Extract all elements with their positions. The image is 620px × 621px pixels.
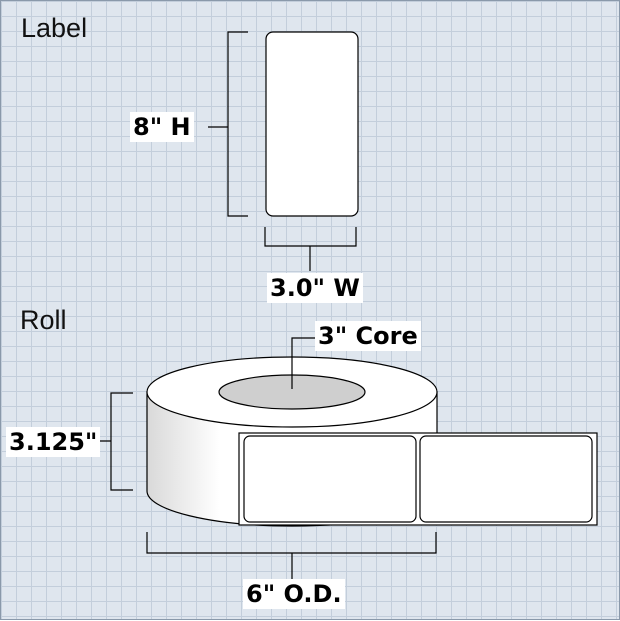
roll-label-1: [243, 435, 417, 523]
label-width-bracket: [264, 227, 357, 271]
core-leader-line: [291, 337, 317, 389]
label-height-bracket: [208, 31, 248, 217]
roll-label-2: [419, 435, 593, 523]
roll-core-dimension: 3" Core: [315, 321, 421, 351]
label-shape: [265, 31, 359, 217]
roll-width-dimension: 3.125": [6, 427, 101, 457]
roll-section-title: Roll: [20, 305, 67, 335]
label-height-dimension: 8" H: [130, 112, 194, 142]
roll-od-bracket: [146, 532, 437, 579]
roll-od-dimension: 6" O.D.: [243, 579, 345, 609]
label-section-title: Label: [21, 13, 88, 43]
label-width-dimension: 3.0" W: [267, 273, 363, 303]
